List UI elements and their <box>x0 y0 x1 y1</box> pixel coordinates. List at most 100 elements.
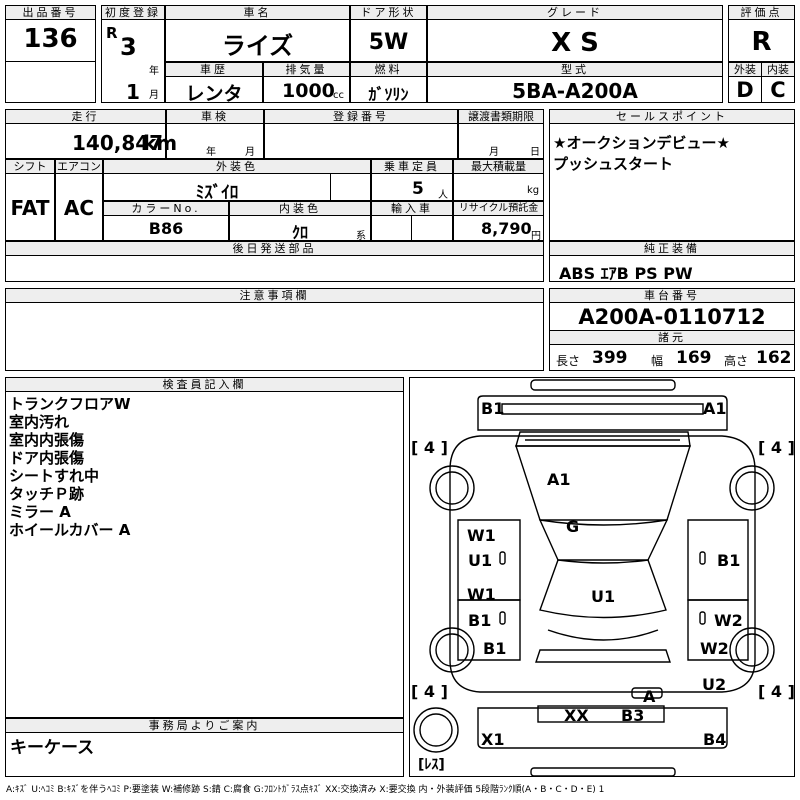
mileage-unit: km <box>143 131 178 155</box>
width: 169 <box>676 348 712 368</box>
later-parts-cell <box>5 255 544 282</box>
inspection-header: 車検 <box>166 109 264 124</box>
car-name-header: 車名 <box>165 5 350 20</box>
score: R <box>751 27 772 57</box>
door-header: ドア形状 <box>350 5 427 20</box>
damage-label: U1 <box>591 587 616 606</box>
sales-point-cell <box>549 123 795 241</box>
damage-label: W1 <box>467 526 496 545</box>
reg-year: 3 <box>120 33 137 61</box>
import-header: 輸入車 <box>371 201 453 216</box>
grade: X S <box>551 28 599 58</box>
first-reg-header: 初度登録 <box>101 5 165 20</box>
height-label: 高さ <box>724 354 749 368</box>
interior-grade: C <box>770 78 786 102</box>
damage-label: B1 <box>717 551 741 570</box>
damage-label: B1 <box>483 639 507 658</box>
interior-header: 内装 <box>761 62 795 77</box>
reg-no-cell <box>264 123 458 159</box>
interior-cell <box>761 76 795 103</box>
tire-right-rear: [ 4 ] <box>758 682 795 701</box>
damage-label: B3 <box>621 706 645 725</box>
office-text: キーケース <box>10 738 95 758</box>
door-type: 5W <box>368 30 409 55</box>
damage-label: B4 <box>703 730 727 749</box>
month-unit: 月 <box>149 90 159 101</box>
score-cell <box>728 19 795 62</box>
damage-label: W1 <box>467 585 496 604</box>
notes-cell <box>5 302 544 371</box>
later-parts-header: 後日発送部品 <box>5 241 544 256</box>
inspector-header: 検査員記入欄 <box>5 377 404 392</box>
damage-label: A1 <box>547 470 571 489</box>
insp-year-unit: 年 <box>206 147 216 158</box>
ac-header: エアコン <box>55 159 103 174</box>
color-no-header: カラーNo. <box>103 201 229 216</box>
tire-right-front: [ 4 ] <box>758 438 795 457</box>
recycle-unit: 円 <box>531 231 541 242</box>
displacement-header: 排気量 <box>263 62 350 77</box>
transfer-day-unit: 日 <box>530 147 540 158</box>
inspector-notes: トランクフロアW 室内汚れ 室内内張傷 ドア内張傷 シートすれ中 タッチＰ跡 ミ… <box>9 395 131 539</box>
damage-label: A1 <box>703 399 727 418</box>
equipment-cell <box>549 255 795 282</box>
equipment-header: 純正装備 <box>549 241 795 256</box>
max-load-unit: kg <box>527 185 540 196</box>
reg-month: 1 <box>126 80 140 104</box>
sales-point-text: ★オークションデビュー★ プッシュスタート <box>553 134 730 173</box>
color-header: 外装色 <box>103 159 371 174</box>
capacity-cell <box>371 173 453 201</box>
chassis-number: A200A-0110712 <box>578 305 766 329</box>
score-header: 評価点 <box>728 5 795 20</box>
color-no: B86 <box>148 219 184 238</box>
shift-cell <box>5 173 55 241</box>
damage-code-legend: A:ｷｽﾞ U:ﾍｺﾐ B:ｷｽﾞを伴うﾍｺﾐ P:要塗装 W:補修跡 S:錆 … <box>6 785 605 795</box>
damage-label: B1 <box>468 611 492 630</box>
exterior-grade: D <box>736 78 754 102</box>
grade-header: グレード <box>427 5 723 20</box>
capacity-header: 乗車定員 <box>371 159 453 174</box>
model-cell <box>427 76 723 103</box>
transfer-month-unit: 月 <box>489 147 499 158</box>
chassis-header: 車台番号 <box>549 288 795 303</box>
max-load-header: 最大積載量 <box>453 159 544 174</box>
fuel-header: 燃料 <box>350 62 427 77</box>
displacement-cell <box>263 76 350 103</box>
max-load-cell <box>453 173 544 201</box>
grade-cell <box>427 19 723 62</box>
inspector-cell <box>5 391 404 718</box>
history: レンタ <box>185 83 243 105</box>
shift-header: シフト <box>5 159 55 174</box>
import-cell-2 <box>411 215 453 241</box>
history-header: 車歴 <box>165 62 263 77</box>
damage-label: B1 <box>481 399 505 418</box>
recycle: 8,790 <box>481 219 532 238</box>
office-cell <box>5 732 404 777</box>
history-cell <box>165 76 263 103</box>
int-color-cell <box>229 215 371 241</box>
damage-label: W2 <box>700 639 729 658</box>
lot-no-header: 出品番号 <box>5 5 96 20</box>
ac-cell <box>55 173 103 241</box>
int-color-header: 内装色 <box>229 201 371 216</box>
car-name: ライズ <box>221 32 294 60</box>
color: ﾐｽﾞｲﾛ <box>195 183 239 203</box>
reg-no-header: 登録番号 <box>264 109 458 124</box>
office-header: 事務局よりご案内 <box>5 718 404 733</box>
mileage-cell <box>5 123 166 159</box>
fuel: ｶﾞｿﾘﾝ <box>368 85 409 104</box>
era: R <box>106 24 118 42</box>
damage-label: W2 <box>714 611 743 630</box>
height: 162 <box>756 348 792 368</box>
fuel-cell <box>350 76 427 103</box>
door-cell <box>350 19 427 62</box>
damage-label: U2 <box>702 675 727 694</box>
damage-label: G <box>566 517 580 536</box>
car-diagram <box>413 379 775 777</box>
tire-left-front: [ 4 ] <box>411 438 448 457</box>
year-unit: 年 <box>149 66 159 77</box>
recycle-header: リサイクル預託金 <box>453 201 544 216</box>
damage-label: X1 <box>481 730 505 749</box>
exterior-header: 外装 <box>728 62 762 77</box>
int-color: ｸﾛ <box>291 223 308 242</box>
